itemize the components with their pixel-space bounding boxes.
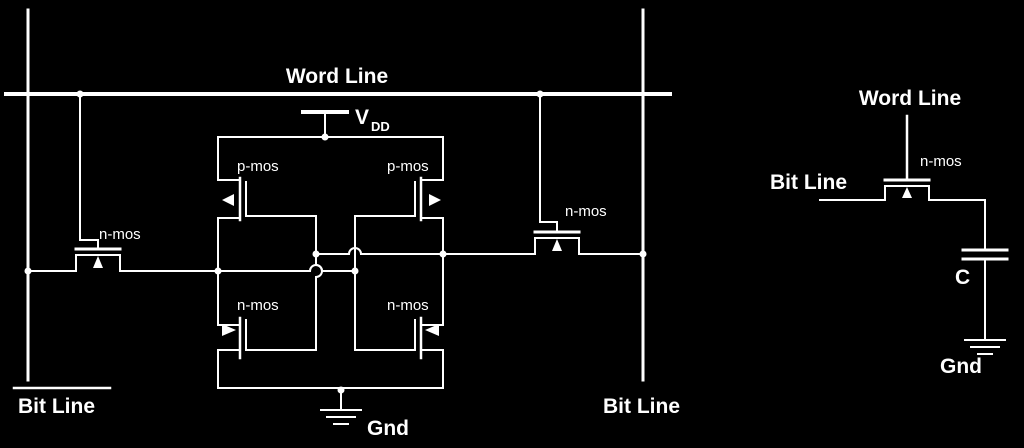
gnd-label-sram: Gnd — [367, 417, 409, 440]
pmos-left-label: p-mos — [237, 158, 279, 175]
gnd-label-dram: Gnd — [940, 355, 982, 378]
dram-cell — [819, 114, 1009, 355]
access-nmos-left-label: n-mos — [99, 226, 141, 243]
word-line-label-sram: Word Line — [286, 65, 388, 88]
nmos-dram-label: n-mos — [920, 153, 962, 170]
word-line-taps — [76, 90, 558, 241]
cross-coupling — [214, 215, 447, 351]
vdd-subscript: DD — [371, 119, 390, 134]
access-nmos-left — [24, 239, 219, 275]
nmos-pulldown-left — [217, 316, 317, 389]
bit-line-bar-label: Bit Line — [18, 395, 95, 418]
bit-line-right-label: Bit Line — [603, 395, 680, 418]
vdd-supply — [217, 110, 444, 181]
nmos-pulldown-right-label: n-mos — [387, 297, 429, 314]
access-nmos-right-label: n-mos — [565, 203, 607, 220]
bit-line-bar-wire — [12, 8, 112, 390]
access-nmos-right — [442, 221, 647, 258]
pmos-right — [354, 176, 444, 326]
bit-line-label-dram: Bit Line — [770, 171, 847, 194]
capacitor-label: C — [955, 266, 970, 289]
pmos-right-label: p-mos — [387, 158, 429, 175]
gnd-symbol-sram — [217, 386, 444, 425]
word-line-label-dram: Word Line — [859, 87, 961, 110]
nmos-pulldown-left-label: n-mos — [237, 297, 279, 314]
nmos-pulldown-right — [354, 316, 444, 389]
vdd-label: V — [355, 106, 369, 129]
